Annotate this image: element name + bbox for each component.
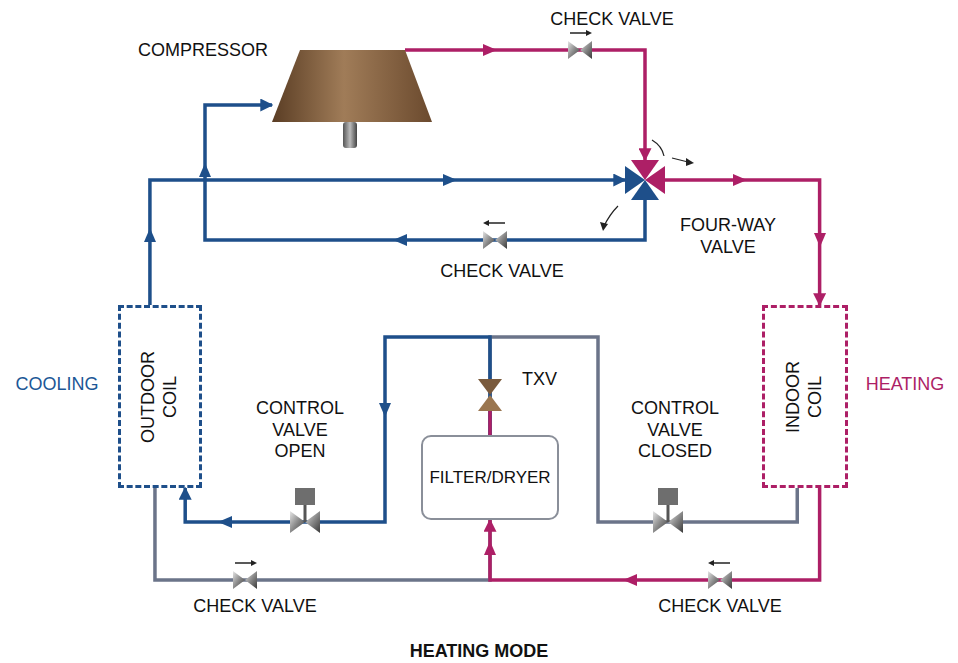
- control-valve: [667, 504, 670, 522]
- rotation-arrow: [686, 158, 694, 166]
- rotation-arrow: [600, 140, 694, 231]
- txv-symbol: [478, 379, 502, 395]
- control-valve: [304, 504, 307, 522]
- control-valve: [305, 511, 320, 533]
- flow-arrow: [483, 44, 497, 56]
- valve-shape: [625, 160, 665, 200]
- check-valve: [487, 222, 505, 224]
- compressor-stem: [343, 122, 357, 148]
- control-valve: [658, 488, 678, 505]
- node-label: OUTDOOR COIL: [138, 345, 181, 449]
- check-valve: [495, 231, 507, 249]
- control-valve: [290, 511, 305, 533]
- pipe-connector: [665, 180, 820, 305]
- valve-label: CONTROL VALVE CLOSED: [625, 398, 725, 463]
- check-valve: [568, 41, 580, 59]
- valve-label: CHECK VALVE: [658, 596, 781, 618]
- compressor: COMPRESSOR: [272, 50, 432, 122]
- flow-arrow: [814, 233, 826, 247]
- pipe-connector: [205, 105, 645, 240]
- control-valve: [653, 511, 668, 533]
- compressor-body: [272, 50, 432, 122]
- check-valve: [233, 30, 732, 589]
- valve-label: CHECK VALVE: [193, 596, 316, 618]
- outdoor-coil: OUTDOOR COIL: [118, 305, 202, 488]
- rotation-arrow: [600, 222, 608, 231]
- check-valve: [483, 220, 489, 226]
- valve-label: CHECK VALVE: [550, 9, 673, 31]
- compressor-shape: [272, 50, 432, 122]
- txv-symbol: [478, 395, 502, 411]
- indoor-coil: INDOOR COIL: [762, 305, 848, 488]
- flow-arrow: [484, 541, 496, 555]
- valve-label: TXV: [522, 369, 557, 391]
- check-valve: [570, 32, 588, 34]
- flow-arrow: [393, 234, 407, 246]
- control-valve: [668, 511, 683, 533]
- four-way-valve: FOUR-WAY VALVE: [625, 160, 665, 200]
- check-valve: [586, 30, 592, 36]
- valve-label: CONTROL VALVE OPEN: [250, 398, 350, 463]
- flow-arrow: [144, 44, 826, 586]
- rotation-arrow: [652, 140, 664, 156]
- pipe-connector: [150, 180, 625, 305]
- check-valve: [708, 571, 720, 589]
- flow-arrow: [199, 163, 211, 177]
- valve-port: [631, 180, 659, 200]
- check-valve: [251, 560, 257, 566]
- flow-arrow: [144, 228, 156, 242]
- pipe-connector: [405, 50, 645, 160]
- flow-arrow: [623, 574, 637, 586]
- node-label: INDOOR COIL: [783, 345, 826, 449]
- valve-label: CHECK VALVE: [440, 261, 563, 283]
- mode-label: HEATING: [866, 374, 945, 396]
- check-valve: [245, 571, 257, 589]
- check-valve: [235, 562, 253, 564]
- node-label: COMPRESSOR: [138, 40, 268, 62]
- flow-arrow: [379, 403, 391, 417]
- node-label: FOUR-WAY VALVE: [669, 215, 787, 258]
- flow-arrow: [443, 174, 457, 186]
- check-valve: [708, 560, 714, 566]
- flow-arrow: [218, 516, 232, 528]
- node-label: FILTER/DRYER: [429, 467, 550, 487]
- check-valve: [483, 231, 495, 249]
- control-valve: [295, 488, 315, 505]
- caption: HEATING MODE: [410, 641, 549, 663]
- rotation-arrow: [604, 206, 618, 226]
- txv-symbol: [478, 379, 502, 411]
- check-valve: [233, 571, 245, 589]
- filter-dryer: FILTER/DRYER: [421, 435, 559, 520]
- flow-arrow: [733, 174, 747, 186]
- check-valve: [720, 571, 732, 589]
- check-valve: [712, 562, 730, 564]
- mode-label: COOLING: [15, 374, 98, 396]
- check-valve: [580, 41, 592, 59]
- rotation-arrow: [672, 158, 688, 162]
